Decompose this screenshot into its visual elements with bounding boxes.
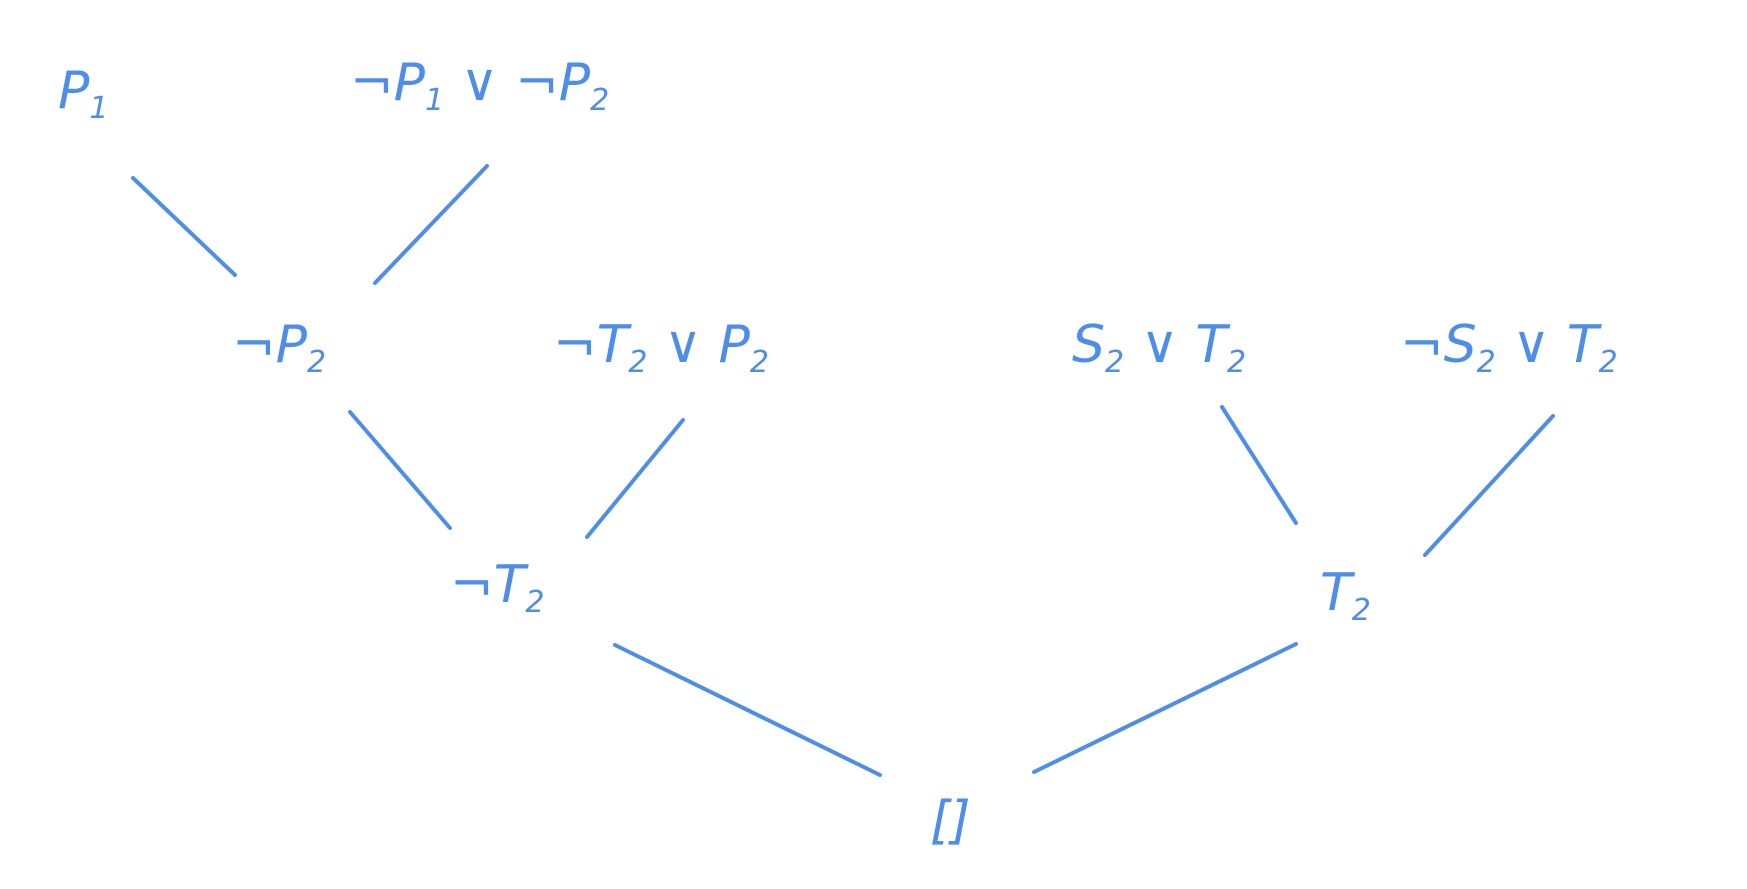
node-not-p2-sub: 2 <box>307 345 326 380</box>
node-not-t2-or-p2-sub: 2 <box>750 345 769 380</box>
node-s2-or-t2-sub: 2 <box>1227 345 1246 380</box>
edges <box>131 164 1555 777</box>
node-not-p1-or-not-p2: ¬P1 ∨ ¬P2 <box>350 53 609 118</box>
node-s2-or-t2-pre-sub: 2 <box>1105 345 1124 380</box>
edge-not-p2-to-not-t2 <box>348 410 452 530</box>
node-not-t2-or-p2-pre: ¬T <box>553 315 633 375</box>
node-p1-sub: 1 <box>89 91 108 126</box>
node-not-t2-sub: 2 <box>525 585 544 620</box>
node-not-t2-or-p2-mid: ∨ P <box>647 315 750 375</box>
node-not-p2-pre: ¬P <box>232 315 308 375</box>
node-p1: P1 <box>58 61 108 126</box>
node-not-p1-or-not-p2-mid: ∨ ¬P <box>444 53 591 113</box>
node-not-p1-or-not-p2-pre-sub: 1 <box>425 83 444 118</box>
node-t2-pre: T <box>1320 563 1356 623</box>
node-s2-or-t2-mid: ∨ T <box>1124 315 1231 375</box>
node-not-p1-or-not-p2-sub: 2 <box>590 83 609 118</box>
node-not-t2-or-p2-pre-sub: 2 <box>628 345 647 380</box>
node-not-s2-or-t2-mid: ∨ T <box>1496 315 1603 375</box>
node-not-s2-or-t2: ¬S2 ∨ T2 <box>1400 315 1618 380</box>
node-not-s2-or-t2-pre: ¬S <box>1400 315 1477 375</box>
node-t2: T2 <box>1320 563 1371 628</box>
edge-not-t2-to-empty <box>613 643 882 777</box>
edge-not-t2-or-p2-to-not-t2 <box>585 418 685 539</box>
edge-s2-or-t2-to-t2 <box>1220 405 1298 525</box>
node-p1-base: P <box>58 61 90 121</box>
node-not-t2-pre: ¬T <box>450 555 530 615</box>
node-s2-or-t2: S2 ∨ T2 <box>1072 315 1246 380</box>
node-not-s2-or-t2-sub: 2 <box>1599 345 1618 380</box>
node-s2-or-t2-pre: S <box>1072 315 1105 375</box>
nodes: P1 ¬P1 ∨ ¬P2 ¬P2 ¬T2 ∨ P2 S2 ∨ T2 ¬S2 ∨ … <box>58 53 1618 851</box>
node-not-t2: ¬T2 <box>450 555 544 620</box>
edge-p1-to-not-p2 <box>131 176 237 277</box>
node-not-p1-or-not-p2-pre: ¬P <box>350 53 426 113</box>
node-not-p2: ¬P2 <box>232 315 326 380</box>
node-empty-clause: [] <box>930 791 971 851</box>
edge-not-s2-or-t2-to-t2 <box>1423 414 1555 557</box>
node-not-s2-or-t2-pre-sub: 2 <box>1477 345 1496 380</box>
edge-t2-to-empty <box>1032 642 1298 774</box>
node-t2-sub: 2 <box>1352 593 1371 628</box>
edge-not-p1-or-not-p2-to-not-p2 <box>373 164 489 285</box>
node-not-t2-or-p2: ¬T2 ∨ P2 <box>553 315 769 380</box>
